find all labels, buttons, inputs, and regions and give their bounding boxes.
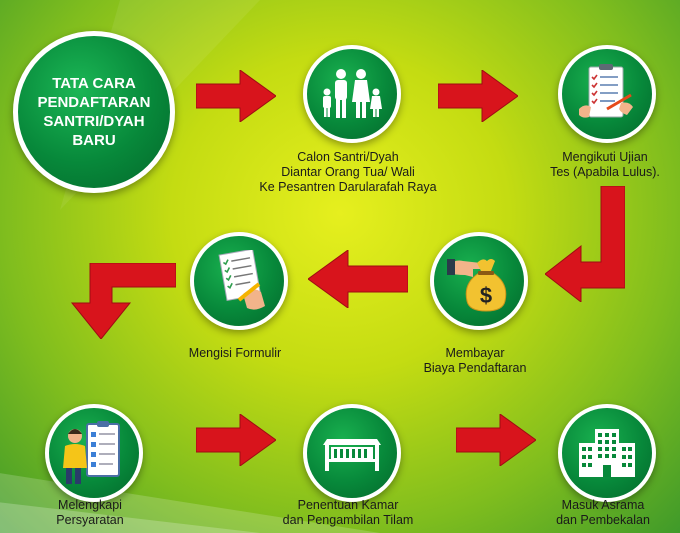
step-1-label: Calon Santri/Dyah Diantar Orang Tua/ Wal… xyxy=(259,150,437,194)
step-5-circle xyxy=(45,404,143,502)
step-2-circle xyxy=(558,45,656,143)
building-icon xyxy=(579,429,635,477)
arrow-right-1 xyxy=(196,70,276,122)
money-bag-icon: $ xyxy=(447,259,507,312)
diagram-title: TATA CARA PENDAFTARAN SANTRI/DYAH BARU xyxy=(37,75,151,149)
arrow-elbow-down-left xyxy=(545,186,625,302)
arrow-right-3 xyxy=(196,414,276,466)
form-checklist-icon xyxy=(218,250,265,310)
step-7-circle xyxy=(558,404,656,502)
step-6-circle xyxy=(303,404,401,502)
arrow-right-2 xyxy=(438,70,518,122)
family-icon xyxy=(323,69,382,118)
step-3-label: Membayar Biaya Pendaftaran xyxy=(423,346,527,375)
clipboard-test-icon xyxy=(579,64,633,118)
arrow-elbow-left-down xyxy=(70,263,176,339)
step-6-label: Penentuan Kamar dan Pengambilan Tilam xyxy=(282,498,414,527)
step-2-label: Mengikuti Ujian Tes (Apabila Lulus). xyxy=(550,150,660,179)
step-3-circle: $ xyxy=(430,232,528,330)
arrow-right-4 xyxy=(456,414,536,466)
step-4-circle xyxy=(190,232,288,330)
svg-text:$: $ xyxy=(480,283,492,308)
step-7-label: Masuk Asrama dan Pembekalan xyxy=(556,498,650,527)
step-1-circle xyxy=(303,45,401,143)
arrow-left-middle xyxy=(308,250,408,308)
bed-icon xyxy=(323,439,381,471)
requirements-icon xyxy=(63,421,120,484)
title-circle: TATA CARA PENDAFTARAN SANTRI/DYAH BARU xyxy=(13,31,175,193)
step-5-label: Melengkapi Persyaratan xyxy=(56,498,124,527)
step-4-label: Mengisi Formulir xyxy=(188,346,282,360)
